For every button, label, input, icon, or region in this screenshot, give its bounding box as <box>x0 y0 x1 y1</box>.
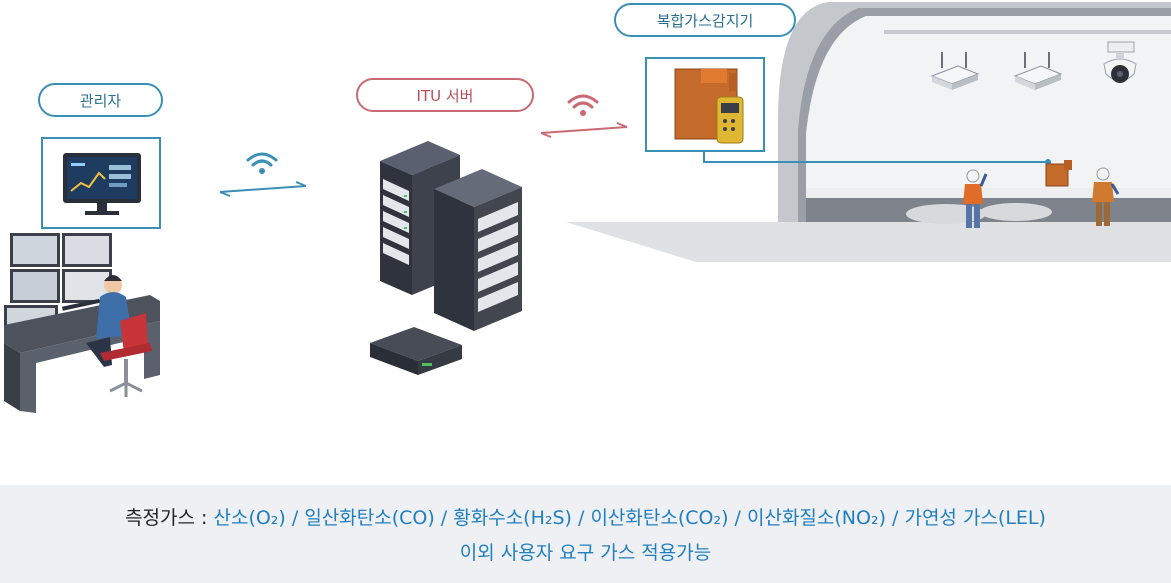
gas-detector-device-icon <box>674 68 744 144</box>
admin-workstation-illustration <box>4 233 160 413</box>
wifi-icon <box>246 152 278 174</box>
server-label: ITU 서버 <box>356 78 534 112</box>
bidirectional-arrow-icon <box>219 181 307 197</box>
worker-figure <box>1092 167 1120 226</box>
detector-label: 복합가스감지기 <box>614 3 796 37</box>
dashboard-monitor-icon <box>63 153 141 215</box>
admin-label: 관리자 <box>38 83 163 117</box>
cctv-camera-icon <box>1103 41 1137 83</box>
measured-gases-line: 측정가스 : 산소(O₂) / 일산화탄소(CO) / 황화수소(H₂S) / … <box>0 503 1171 530</box>
additional-gases-note: 이외 사용자 요구 가스 적용가능 <box>459 542 712 564</box>
measured-gases-footer: 측정가스 : 산소(O₂) / 일산화탄소(CO) / 황화수소(H₂S) / … <box>0 485 1171 583</box>
tunnel-illustration <box>566 2 1171 262</box>
worker-figure <box>963 169 988 228</box>
gas-detector-installed-icon <box>1045 160 1072 187</box>
detector-connector-line <box>703 150 1051 165</box>
access-point-icon <box>1013 52 1063 90</box>
server-rack-illustration <box>370 141 522 375</box>
wifi-icon <box>567 94 599 116</box>
bidirectional-arrow-icon <box>540 122 628 138</box>
admin-monitor-box <box>41 137 161 229</box>
measured-gases-prefix: 측정가스 : <box>125 507 208 529</box>
access-point-icon <box>930 52 980 90</box>
detector-box <box>645 57 765 152</box>
measured-gases-list: 산소(O₂) / 일산화탄소(CO) / 황화수소(H₂S) / 이산화탄소(C… <box>213 507 1046 529</box>
